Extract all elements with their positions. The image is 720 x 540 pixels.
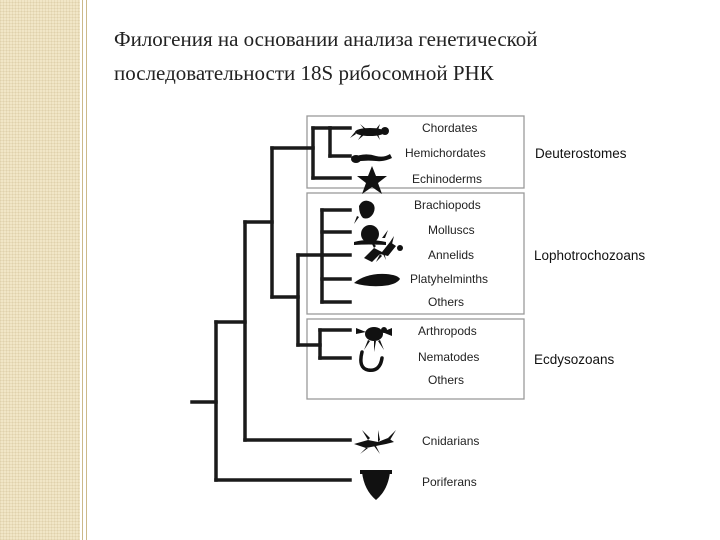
tree-branches	[190, 126, 352, 482]
label-hemichordates: Hemichordates	[405, 146, 486, 160]
label-deuterostomes: Deuterostomes	[535, 146, 627, 161]
acorn-worm-icon	[351, 154, 392, 163]
annelid-worm-icon	[364, 236, 403, 262]
slide-title-line-2: последовательности 18S рибосомной РНК	[114, 61, 494, 85]
label-nematodes: Nematodes	[418, 350, 479, 364]
deuterostome-box	[306, 115, 525, 189]
brachiopod-icon	[354, 200, 375, 224]
label-chordates: Chordates	[422, 121, 477, 135]
hydra-icon	[354, 430, 396, 454]
nematode-icon	[359, 350, 384, 372]
slide-title: Филогения на основании анализа генетичес…	[114, 22, 674, 90]
slide-title-line-1: Филогения на основании анализа генетичес…	[114, 27, 538, 51]
label-brachiopods: Brachiopods	[414, 198, 481, 212]
insect-icon	[356, 327, 392, 352]
flatworm-icon	[354, 273, 400, 287]
sponge-icon	[360, 470, 392, 500]
snail-icon	[354, 225, 388, 245]
label-platyhelminths: Platyhelminths	[410, 272, 488, 286]
decorative-left-strip	[0, 0, 80, 540]
label-others-ecdysozoa: Others	[428, 373, 464, 387]
ecdysozoan-box	[306, 318, 525, 400]
label-ecdysozoans: Ecdysozoans	[534, 352, 615, 367]
label-others-lophotrochozoa: Others	[428, 295, 464, 309]
label-cnidarians: Cnidarians	[422, 434, 479, 448]
label-annelids: Annelids	[428, 248, 474, 262]
label-arthropods: Arthropods	[418, 324, 477, 338]
label-poriferans: Poriferans	[422, 475, 477, 489]
lizard-icon	[350, 124, 389, 140]
group-labels: Deuterostomes Lophotrochozoans Ecdysozoa…	[534, 146, 645, 367]
starfish-icon	[357, 166, 387, 194]
label-lophotrochozoans: Lophotrochozoans	[534, 248, 645, 263]
taxon-labels: Chordates Hemichordates Echinoderms Brac…	[405, 121, 488, 489]
decorative-divider	[82, 0, 87, 540]
label-molluscs: Molluscs	[428, 223, 475, 237]
label-echinoderms: Echinoderms	[412, 172, 482, 186]
